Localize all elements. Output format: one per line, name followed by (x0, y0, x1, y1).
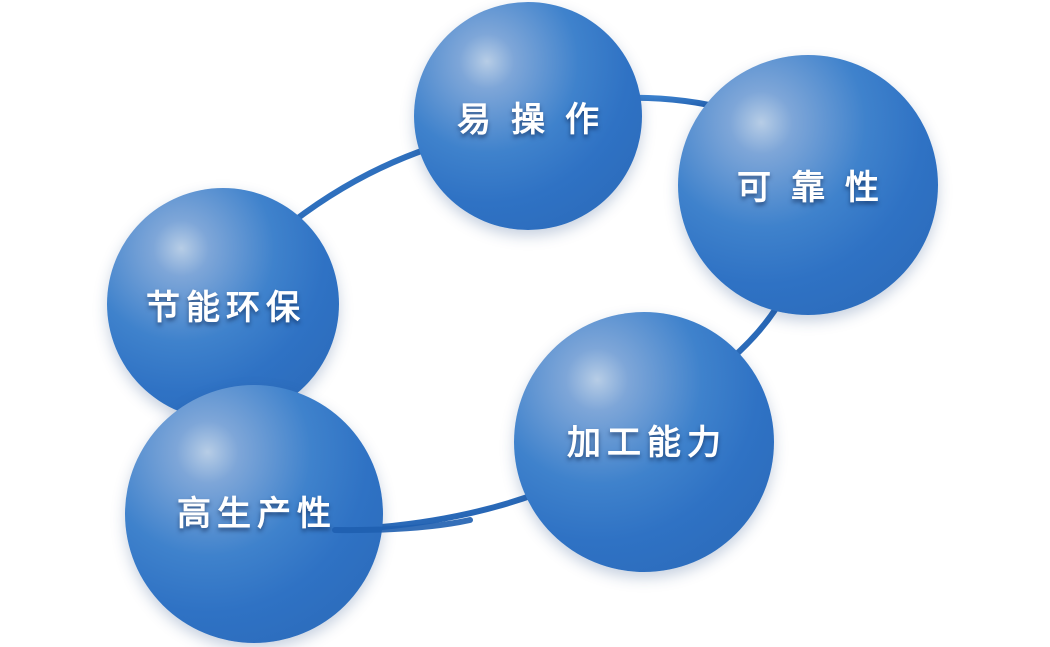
node-reliability-label: 可靠性 (737, 167, 899, 208)
node-productivity: 高生产性 (125, 385, 383, 643)
node-machining-label: 加工能力 (567, 422, 727, 463)
node-ease-label: 易操作 (457, 99, 619, 140)
node-reliability: 可靠性 (678, 55, 938, 315)
node-ease: 易操作 (414, 2, 642, 230)
node-green: 节能环保 (107, 188, 339, 420)
node-green-label: 节能环保 (146, 287, 306, 328)
node-machining: 加工能力 (514, 312, 774, 572)
connector-productivity-overlay (332, 517, 473, 534)
node-productivity-label: 高生产性 (177, 493, 337, 534)
